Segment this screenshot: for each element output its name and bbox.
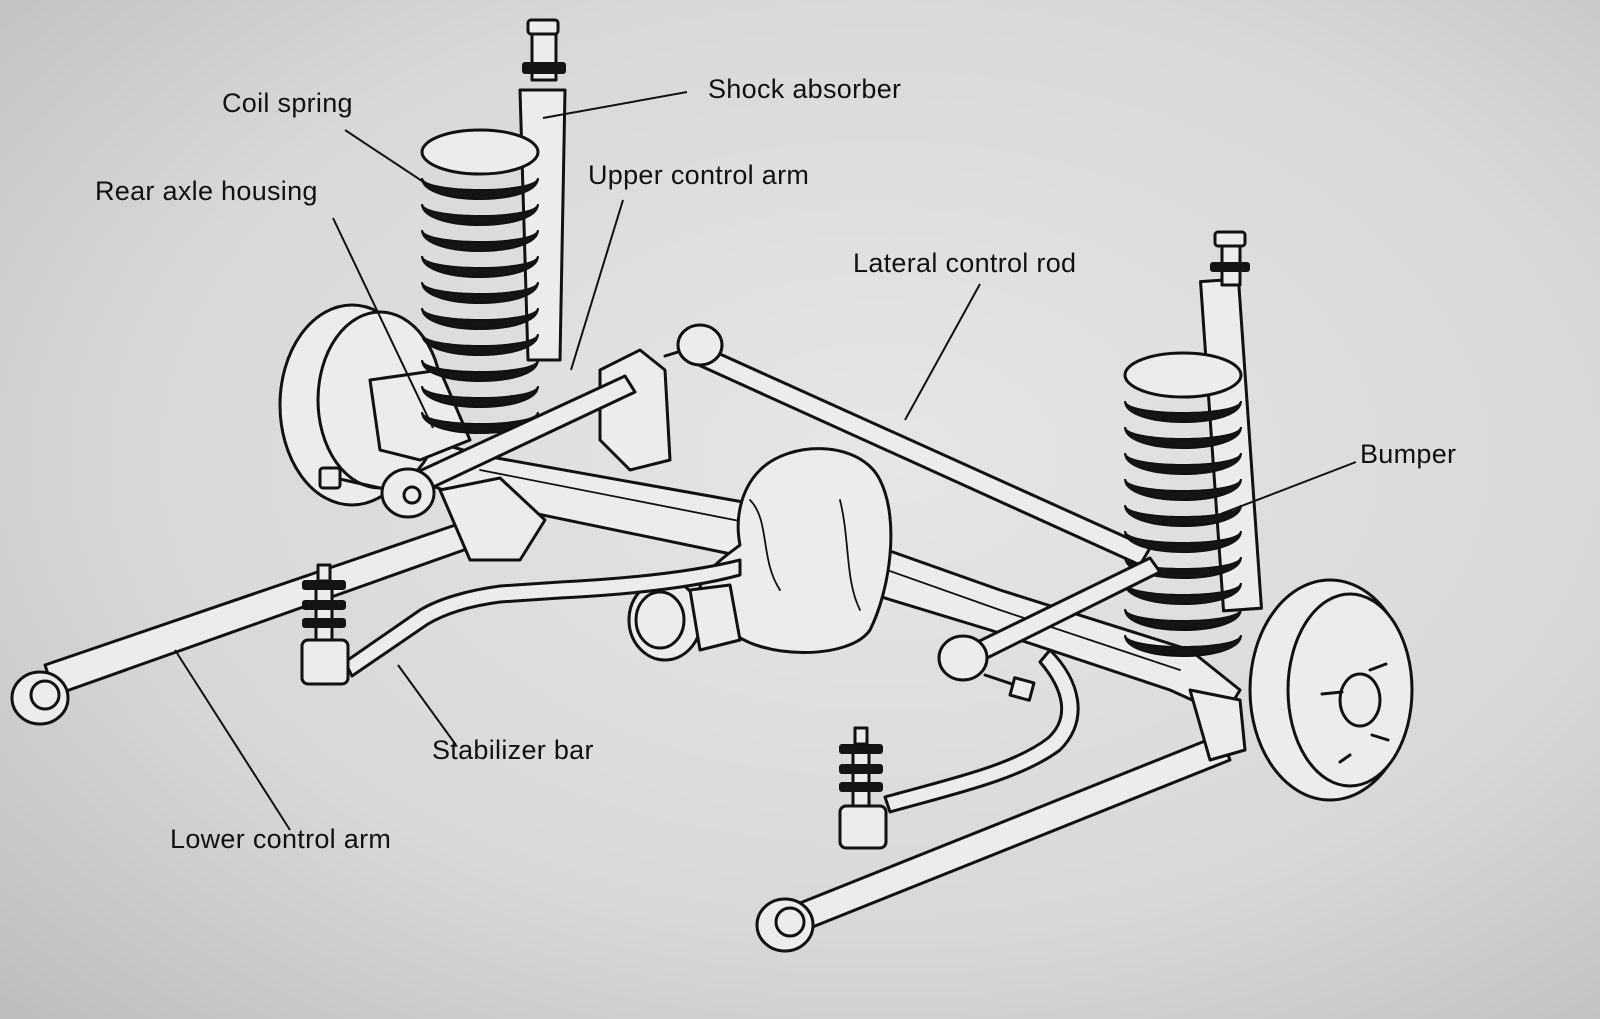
spring-coil bbox=[421, 307, 539, 330]
spring-coil bbox=[1124, 452, 1242, 475]
left-brake-drum bbox=[278, 303, 472, 507]
left-upper-bracket bbox=[598, 348, 672, 472]
right-lower-control-arm bbox=[755, 688, 1247, 953]
spring-coil bbox=[1124, 582, 1242, 605]
spring-coil bbox=[1124, 504, 1242, 527]
label-lateral-control-rod: Lateral control rod bbox=[853, 248, 1077, 278]
spring-coil bbox=[421, 385, 539, 408]
spring-coil bbox=[1124, 634, 1242, 657]
spring-coil bbox=[421, 411, 539, 434]
spring-seat bbox=[1123, 351, 1243, 399]
label-lower-control-arm: Lower control arm bbox=[170, 824, 392, 854]
right-upper-control-arm bbox=[937, 556, 1162, 702]
spring-coil bbox=[1124, 608, 1242, 631]
spring-coil bbox=[421, 281, 539, 304]
left-coil-spring bbox=[420, 128, 540, 434]
spring-coil bbox=[421, 177, 539, 200]
left-lower-control-arm bbox=[10, 476, 547, 726]
right-shock-absorber bbox=[1199, 230, 1263, 613]
label-rear-axle-housing: Rear axle housing bbox=[95, 176, 318, 206]
spring-coil bbox=[1124, 530, 1242, 553]
spring-coil bbox=[1124, 400, 1242, 423]
stabilizer-bar bbox=[300, 558, 1080, 850]
right-brake-drum bbox=[1248, 578, 1414, 802]
spring-coil bbox=[1124, 478, 1242, 501]
label-stabilizer-bar: Stabilizer bar bbox=[432, 735, 594, 765]
spring-coil bbox=[421, 333, 539, 356]
label-shock-absorber: Shock absorber bbox=[708, 74, 902, 104]
spring-seat bbox=[420, 128, 540, 176]
spring-coil bbox=[1124, 426, 1242, 449]
spring-coil bbox=[421, 359, 539, 382]
rear-axle-housing bbox=[388, 428, 1242, 717]
label-bumper: Bumper bbox=[1360, 439, 1457, 469]
label-coil-spring: Coil spring bbox=[222, 88, 353, 118]
label-upper-control-arm: Upper control arm bbox=[588, 160, 810, 190]
spring-coil bbox=[421, 229, 539, 252]
spring-coil bbox=[421, 203, 539, 226]
left-upper-control-arm bbox=[318, 374, 637, 519]
right-coil-spring bbox=[1123, 351, 1243, 657]
leader-lines bbox=[174, 91, 1357, 831]
spring-coil bbox=[421, 255, 539, 278]
